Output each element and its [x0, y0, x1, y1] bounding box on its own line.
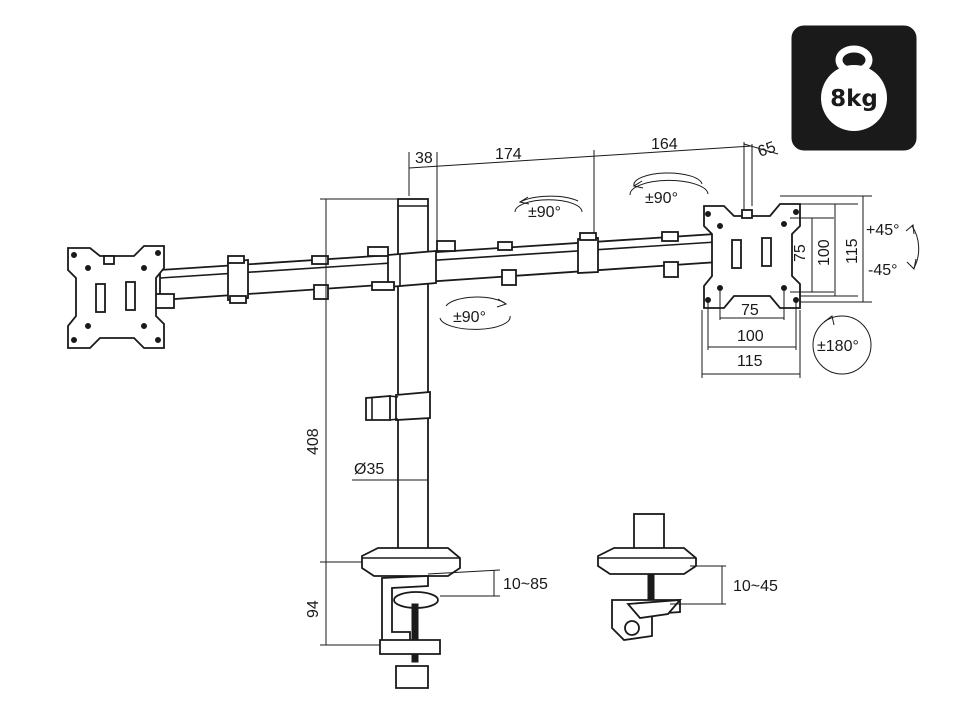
rotation-label-arm-upper-right: ±90°: [645, 190, 678, 207]
arm-dimension-lines: [408, 142, 779, 244]
swivel-label: ±180°: [817, 338, 859, 355]
vesa-plate-right: [703, 203, 801, 309]
vesa-h-100: 100: [737, 328, 764, 345]
kettlebell-icon: [821, 45, 887, 131]
rotation-label-arm-upper-left: ±90°: [528, 204, 561, 221]
vesa-h-115: 115: [737, 353, 763, 370]
rotation-arrow-upper-left: [514, 195, 583, 213]
desk-clamp-alternate: [597, 513, 726, 641]
weight-label: 8kg: [830, 86, 878, 112]
arm-joint-right: [577, 232, 599, 274]
clamp-range-main: 10~85: [503, 576, 548, 593]
vesa-v-100: 100: [816, 239, 833, 266]
vesa-horizontal-dimension-lines: [701, 290, 801, 378]
dim-end-offset: 65: [756, 139, 779, 161]
dim-first-arm: 174: [495, 146, 522, 163]
rotation-arrow-upper-right: [629, 172, 709, 196]
arm-joint-left: [227, 255, 249, 304]
tilt-arrow: [905, 224, 920, 271]
pole-diameter-label: Ø35: [354, 461, 384, 478]
swivel-arrow: [812, 315, 872, 375]
arm-assembly: [151, 231, 719, 309]
rotation-arrow-lower: [439, 296, 511, 330]
tilt-up-label: +45°: [866, 222, 900, 239]
vesa-v-75: 75: [792, 244, 809, 262]
rotation-label-arm-lower: ±90°: [453, 309, 486, 326]
vesa-h-75: 75: [741, 302, 759, 319]
clamp-range-alternate: 10~45: [733, 578, 778, 595]
dim-pole-offset: 38: [415, 150, 433, 167]
dim-second-arm: 164: [651, 136, 678, 153]
vesa-vertical-dimension-lines: [780, 195, 872, 303]
clamp-height-label: 94: [305, 600, 322, 618]
tilt-down-label: -45°: [868, 262, 898, 279]
vesa-plate-left: [67, 245, 165, 349]
desk-clamp-main: [361, 547, 501, 689]
vesa-v-115: 115: [844, 238, 861, 264]
weight-badge: 8kg: [791, 25, 917, 151]
pole-height-label: 408: [305, 428, 322, 455]
